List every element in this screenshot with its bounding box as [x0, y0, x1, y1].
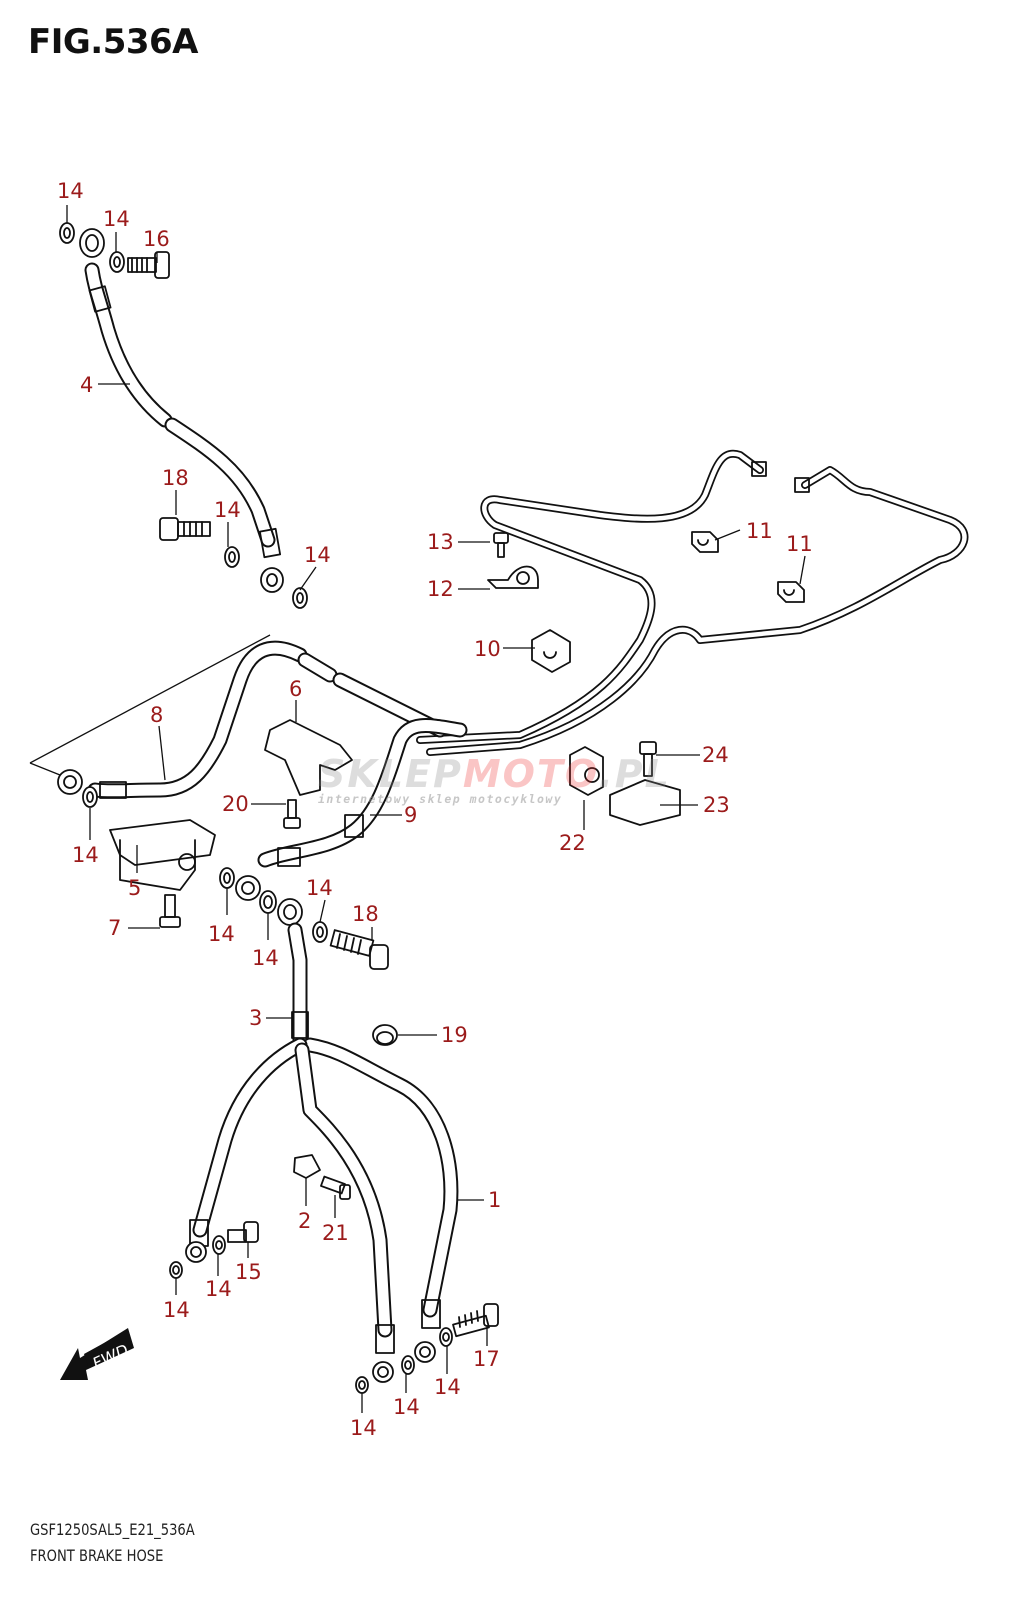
callout-14[interactable]: 14	[304, 543, 331, 567]
union-bolt-15[interactable]	[227, 1221, 259, 1243]
callout-14[interactable]: 14	[434, 1375, 461, 1399]
callout-2[interactable]: 2	[298, 1209, 311, 1233]
callout-14[interactable]: 14	[205, 1277, 232, 1301]
callout-14[interactable]: 14	[393, 1395, 420, 1419]
callout-14[interactable]: 14	[103, 207, 130, 231]
callout-15[interactable]: 15	[235, 1260, 262, 1284]
bolt-24[interactable]	[639, 741, 657, 777]
callout-7[interactable]: 7	[108, 916, 121, 940]
brake-hose-4[interactable]	[79, 228, 284, 593]
bracket-23[interactable]	[609, 779, 681, 826]
callout-16[interactable]: 16	[143, 227, 170, 251]
washer-14[interactable]	[109, 251, 125, 273]
brake-hose-3[interactable]	[277, 898, 309, 1048]
bolt-21[interactable]	[320, 1175, 351, 1200]
washer-14[interactable]	[169, 1261, 183, 1279]
callout-22[interactable]: 22	[559, 831, 586, 855]
callout-11[interactable]: 11	[746, 519, 773, 543]
model-code: GSF1250SAL5_E21_536A	[30, 1520, 195, 1539]
washer-14[interactable]	[292, 587, 308, 609]
union-bolt-17[interactable]	[452, 1303, 499, 1338]
callout-14[interactable]: 14	[57, 179, 84, 203]
callout-10[interactable]: 10	[474, 637, 501, 661]
callout-18[interactable]: 18	[352, 902, 379, 926]
callout-14[interactable]: 14	[350, 1416, 377, 1440]
callout-21[interactable]: 21	[322, 1221, 349, 1245]
clamp-12[interactable]	[487, 565, 539, 589]
clamp-22[interactable]	[569, 746, 604, 796]
fwd-arrow-icon: FWD	[60, 1328, 134, 1380]
bolt-13[interactable]	[493, 532, 509, 558]
brake-hose-1[interactable]	[185, 1037, 459, 1383]
brake-hose-9[interactable]	[235, 718, 468, 901]
callout-19[interactable]: 19	[441, 1023, 468, 1047]
callout-24[interactable]: 24	[702, 743, 729, 767]
callout-9[interactable]: 9	[404, 803, 417, 827]
callout-13[interactable]: 13	[427, 530, 454, 554]
callout-14[interactable]: 14	[214, 498, 241, 522]
callout-18[interactable]: 18	[162, 466, 189, 490]
callout-20[interactable]: 20	[222, 792, 249, 816]
clamp-11[interactable]	[691, 531, 719, 553]
washer-14[interactable]	[59, 222, 75, 244]
clamp-2[interactable]	[293, 1154, 321, 1179]
clamp-11[interactable]	[777, 581, 805, 603]
callout-17[interactable]: 17	[473, 1347, 500, 1371]
callout-6[interactable]: 6	[289, 677, 302, 701]
leader-lines	[66, 205, 806, 1413]
callout-14[interactable]: 14	[252, 946, 279, 970]
figure-title: FIG.536A	[28, 22, 198, 62]
union-bolt-16[interactable]	[127, 251, 170, 279]
joint-5[interactable]	[109, 819, 216, 891]
washer-14[interactable]	[224, 546, 240, 568]
clamp-19[interactable]	[372, 1024, 398, 1046]
washer-14[interactable]	[82, 786, 98, 808]
grommet-10[interactable]	[531, 629, 571, 673]
washer-14[interactable]	[219, 867, 235, 889]
union-bolt-18[interactable]	[329, 929, 389, 970]
callout-14[interactable]: 14	[72, 843, 99, 867]
callout-11[interactable]: 11	[786, 532, 813, 556]
washer-14[interactable]	[212, 1235, 226, 1255]
washer-14[interactable]	[259, 890, 277, 914]
callout-labels: 14 14 16 4 18 14 14 13 11 11 12 10 6 8 2…	[57, 179, 813, 1440]
washer-14[interactable]	[401, 1355, 415, 1375]
callout-23[interactable]: 23	[703, 793, 730, 817]
section-name: FRONT BRAKE HOSE	[30, 1546, 164, 1565]
union-bolt-18[interactable]	[159, 517, 211, 541]
washer-14[interactable]	[355, 1376, 369, 1394]
bolt-20[interactable]	[283, 799, 301, 829]
bolt-7[interactable]	[159, 894, 181, 928]
brake-pipe	[416, 449, 969, 756]
bracket-6[interactable]	[264, 719, 353, 796]
callout-3[interactable]: 3	[249, 1006, 262, 1030]
callout-5[interactable]: 5	[128, 876, 141, 900]
washer-14[interactable]	[312, 921, 328, 943]
fwd-label: FWD	[90, 1340, 132, 1373]
callout-12[interactable]: 12	[427, 577, 454, 601]
callout-4[interactable]: 4	[80, 373, 93, 397]
callout-14[interactable]: 14	[306, 876, 333, 900]
callout-14[interactable]: 14	[163, 1298, 190, 1322]
callout-8[interactable]: 8	[150, 703, 163, 727]
washer-14[interactable]	[439, 1327, 453, 1347]
callout-1[interactable]: 1	[488, 1188, 501, 1212]
callout-14[interactable]: 14	[208, 922, 235, 946]
